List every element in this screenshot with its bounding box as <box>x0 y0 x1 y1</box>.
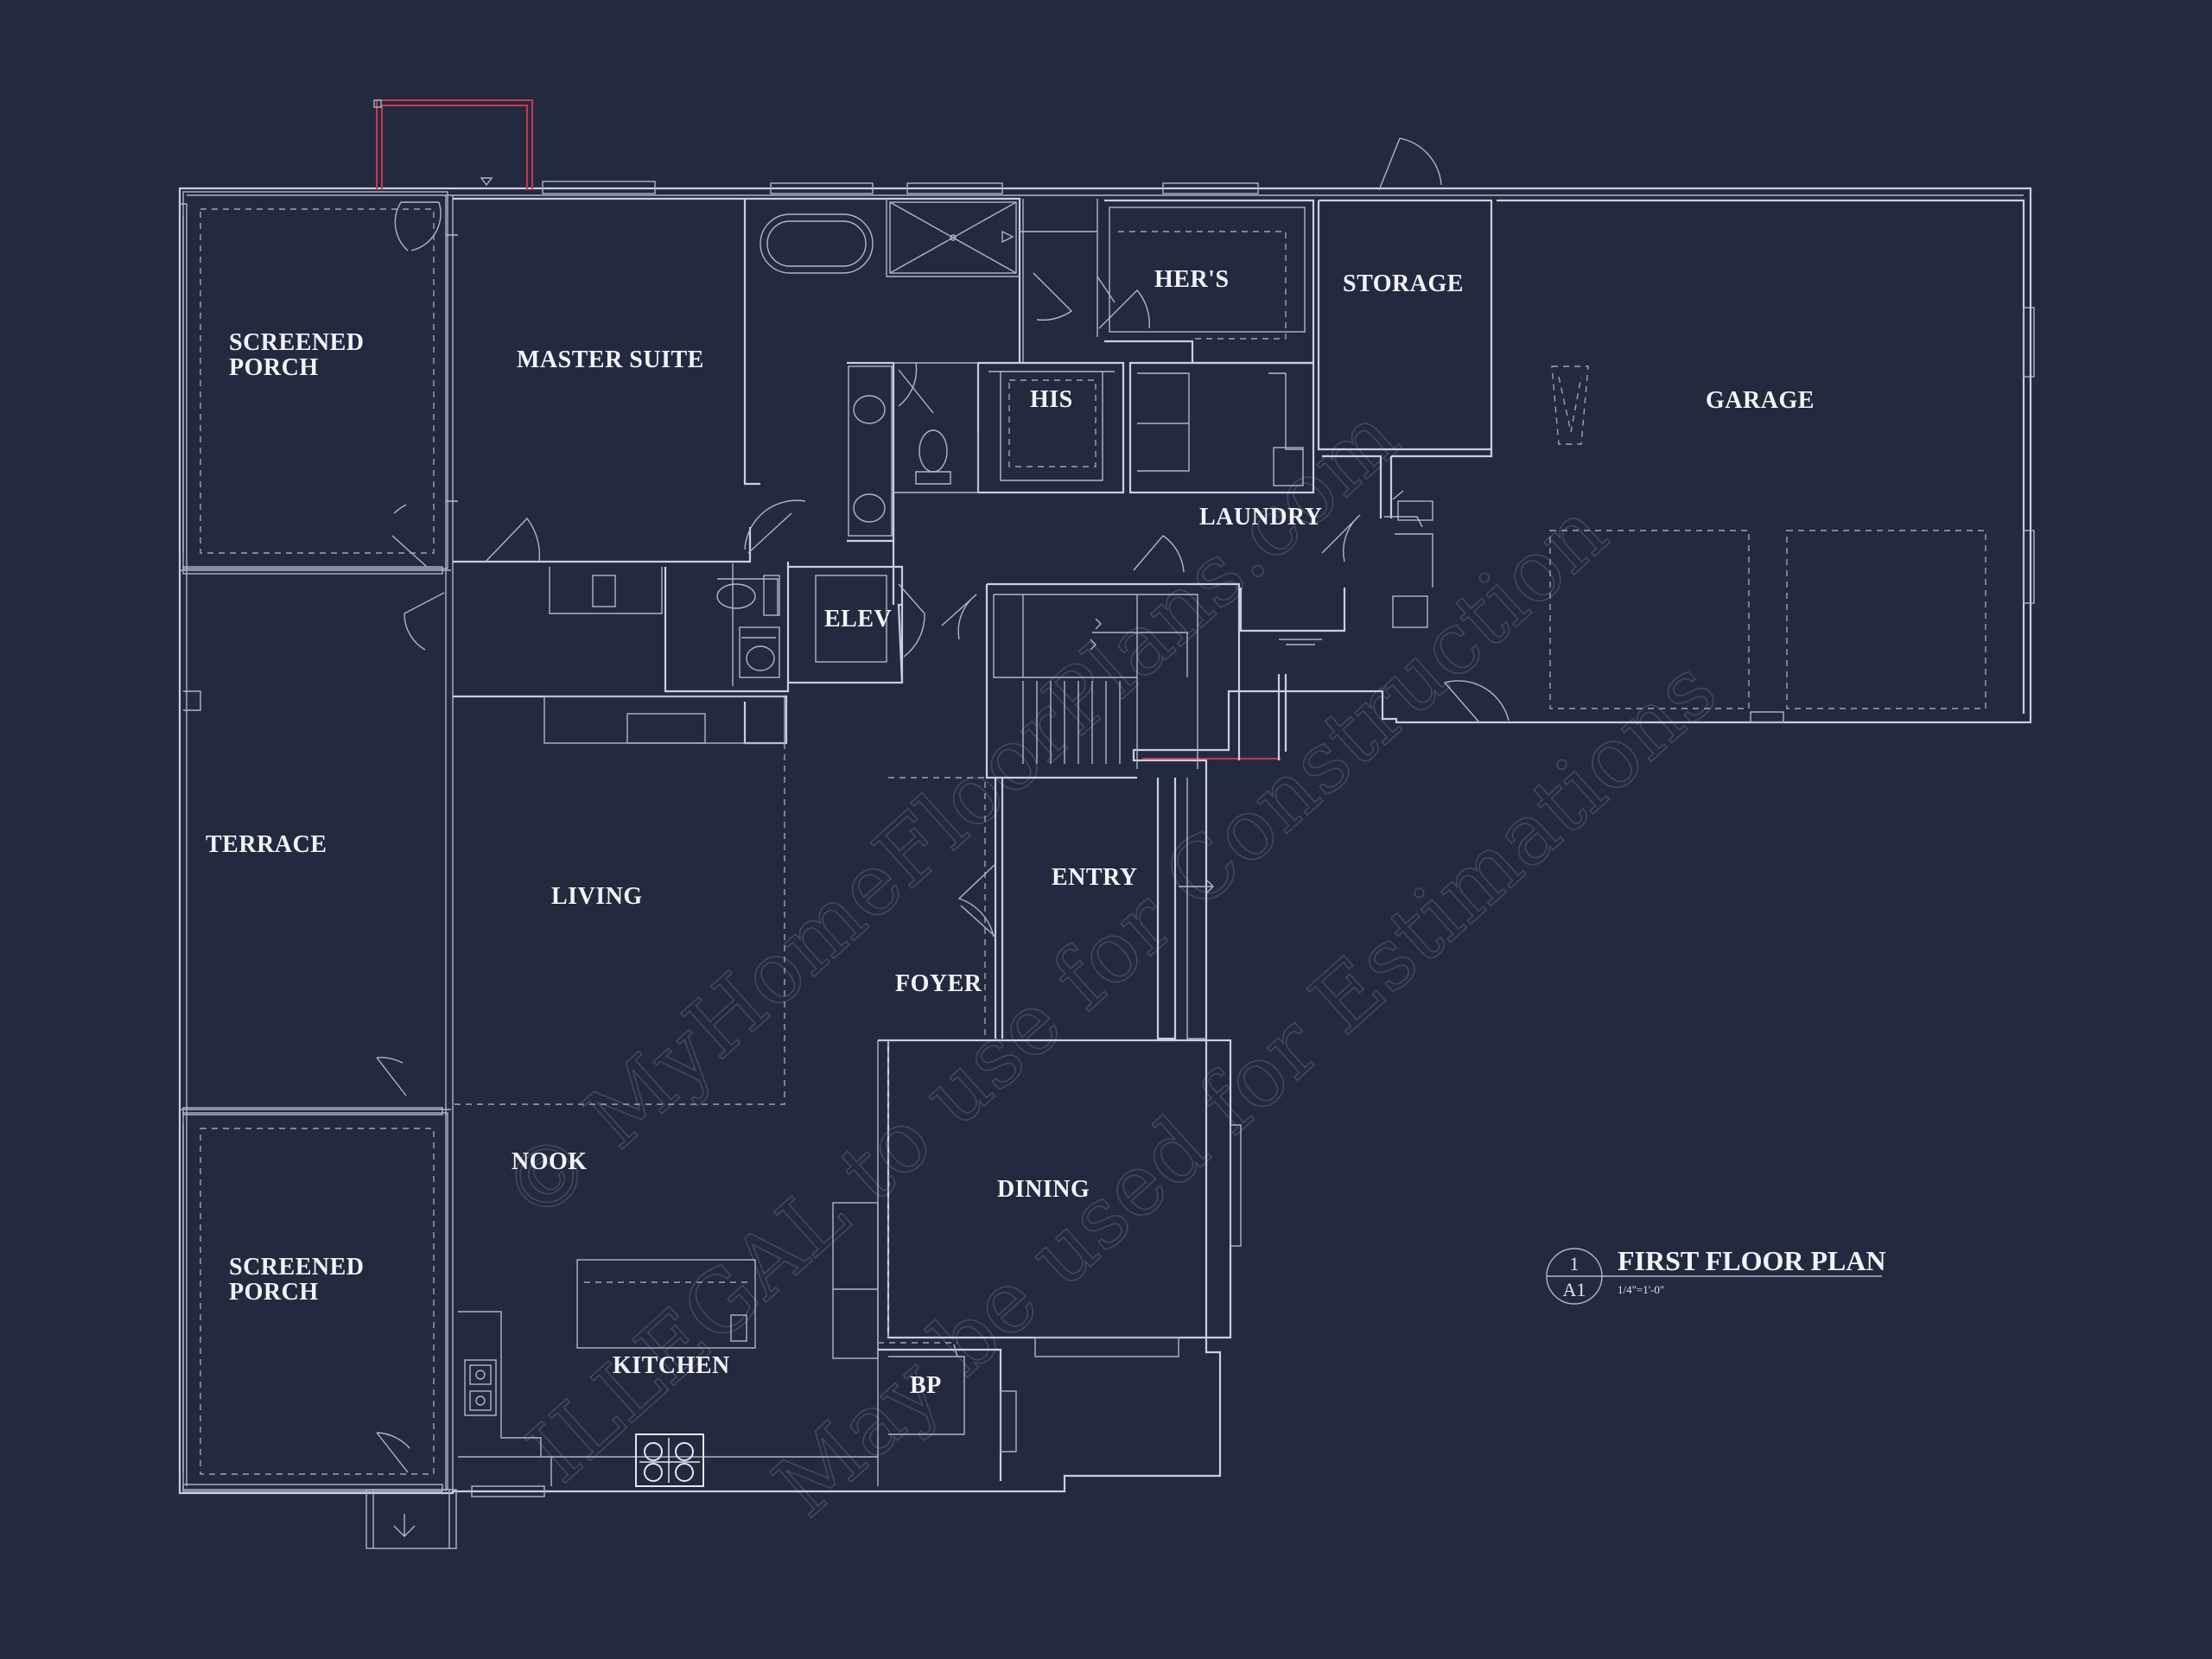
interior-walls <box>446 197 2035 1497</box>
label-screened-porch-bottom-2: PORCH <box>229 1279 319 1306</box>
range-icon <box>635 1433 704 1487</box>
label-foyer: FOYER <box>895 970 982 997</box>
label-screened-porch-top: SCREENED <box>229 329 364 356</box>
label-terrace: TERRACE <box>206 831 327 858</box>
label-bp: BP <box>910 1372 942 1399</box>
room-labels: SCREENED PORCH MASTER SUITE HER'S STORAG… <box>206 266 1815 1399</box>
label-nook: NOOK <box>512 1148 588 1175</box>
label-kitchen: KITCHEN <box>613 1352 730 1379</box>
label-hers: HER'S <box>1154 266 1230 293</box>
plumbing-fixtures <box>716 201 1017 671</box>
drawing-title: FIRST FLOOR PLAN <box>1618 1245 1886 1276</box>
drawing-number: 1 <box>1570 1253 1580 1274</box>
label-laundry: LAUNDRY <box>1199 504 1323 531</box>
label-entry: ENTRY <box>1052 864 1138 891</box>
drawing-title-block: 1 A1 FIRST FLOOR PLAN 1/4"=1'-0" <box>1546 1245 1886 1305</box>
watermark-line-2: ILLEGAL to use for Construction <box>510 483 1626 1502</box>
label-dining: DINING <box>997 1176 1090 1203</box>
sheet-number: A1 <box>1563 1279 1586 1300</box>
exterior-walls <box>178 187 2032 1495</box>
doors-windows <box>182 137 1510 1537</box>
label-screened-porch-bottom: SCREENED <box>229 1254 364 1281</box>
label-storage: STORAGE <box>1343 270 1464 297</box>
label-screened-porch-top-2: PORCH <box>229 354 319 381</box>
label-garage: GARAGE <box>1706 387 1815 414</box>
revision-marker <box>373 99 1281 760</box>
label-living: LIVING <box>551 883 643 910</box>
west-porches <box>180 191 457 1549</box>
label-master-suite: MASTER SUITE <box>517 346 704 373</box>
label-elev: ELEV <box>824 606 892 632</box>
drawing-scale: 1/4"=1'-0" <box>1618 1283 1664 1296</box>
label-his: HIS <box>1030 386 1073 413</box>
